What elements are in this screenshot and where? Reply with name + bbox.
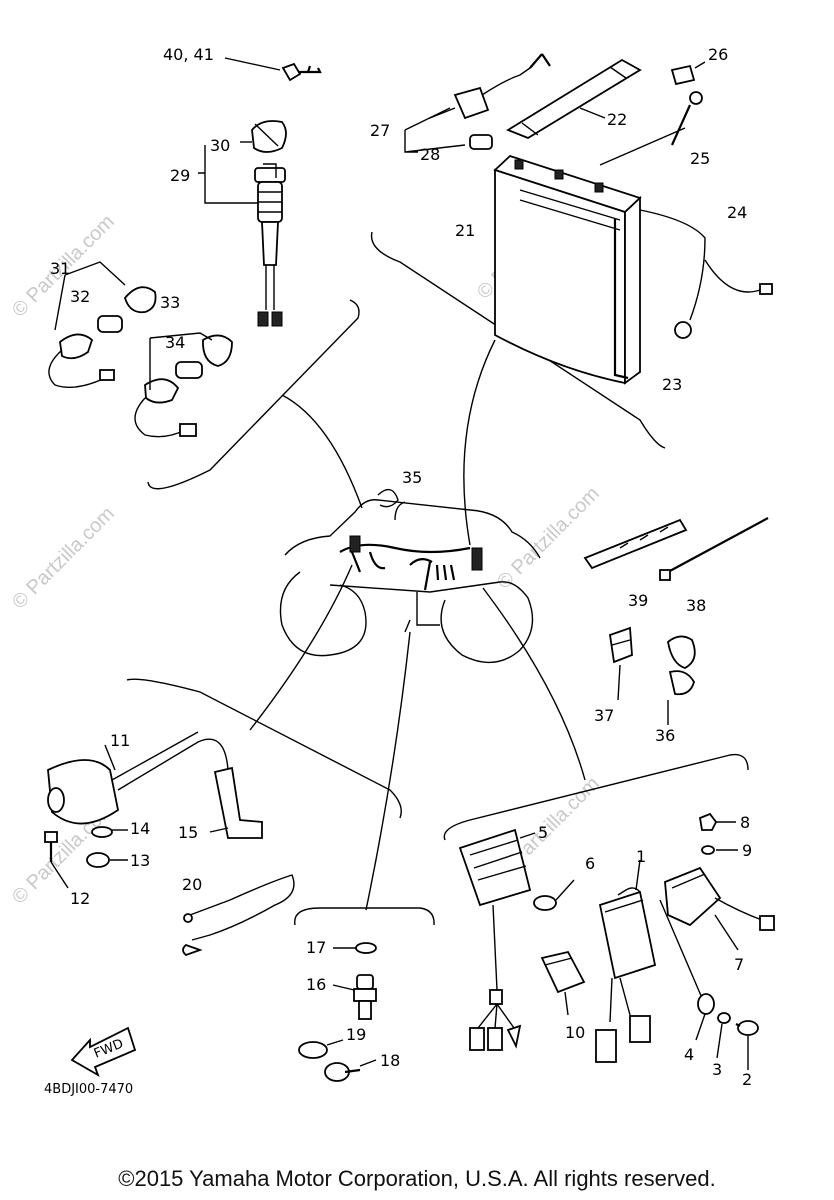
leader-lines	[249, 339, 586, 911]
callout-25: 25	[690, 149, 710, 168]
cdi-unit-part	[595, 859, 703, 1063]
starter-relay-part	[664, 866, 775, 951]
callout-23: 23	[662, 375, 682, 394]
callout-38: 38	[686, 596, 706, 615]
spark-plug-caps	[48, 261, 233, 438]
callout-28: 28	[420, 145, 440, 164]
callout-6: 6	[585, 854, 595, 873]
callout-15: 15	[178, 823, 198, 842]
main-switch-part	[198, 120, 287, 327]
callout-21: 21	[455, 221, 475, 240]
screw-part	[324, 1059, 377, 1082]
callout-16: 16	[306, 975, 326, 994]
callout-34: 34	[165, 333, 185, 352]
copyright-notice: ©2015 Yamaha Motor Corporation, U.S.A. A…	[118, 1166, 715, 1191]
callout-3: 3	[712, 1060, 722, 1079]
relay-part	[540, 950, 586, 1016]
callout-17: 17	[306, 938, 326, 957]
switch-part	[332, 974, 377, 1020]
washer-part	[298, 1039, 344, 1059]
callout-36: 36	[655, 726, 675, 745]
washer-part	[695, 993, 715, 1041]
ignition-coil-part	[47, 731, 229, 825]
callout-11: 11	[110, 731, 130, 750]
key-part	[224, 57, 322, 82]
terminal-bolt-part	[670, 61, 706, 86]
holder-part	[667, 635, 696, 725]
battery-strap-part	[506, 58, 642, 140]
callout-19: 19	[346, 1025, 366, 1044]
callout-9: 9	[742, 841, 752, 860]
callout-37: 37	[594, 706, 614, 725]
wire-part	[182, 874, 295, 957]
nut-part	[698, 812, 736, 831]
callout-13: 13	[130, 851, 150, 870]
callout-32: 32	[70, 287, 90, 306]
callout-35: 35	[402, 468, 422, 487]
bolt-part	[44, 831, 69, 889]
atv-wire-harness	[279, 488, 541, 664]
callout-20: 20	[182, 875, 202, 894]
callout-1: 1	[636, 847, 646, 866]
callout-26: 26	[708, 45, 728, 64]
rectifier-part	[458, 828, 536, 1051]
washer-part	[91, 826, 128, 838]
callout-27: 27	[370, 121, 390, 140]
callout-8: 8	[740, 813, 750, 832]
battery-lead-part	[599, 91, 703, 166]
diagram-code: 4BDJI00-7470	[44, 1082, 133, 1097]
callout-22: 22	[607, 110, 627, 129]
washer-part	[716, 1012, 731, 1059]
callout-2: 2	[742, 1070, 752, 1089]
screw-part	[533, 879, 575, 911]
plug-cap-part	[209, 766, 263, 839]
callout-4: 4	[684, 1045, 694, 1064]
callout-24: 24	[727, 203, 747, 222]
callout-10: 10	[565, 1023, 585, 1042]
callout-31: 31	[50, 259, 70, 278]
callout-29: 29	[170, 166, 190, 185]
callouts: 40, 41 30 29 31 32 33 34 27 28 22 26 25 …	[50, 45, 752, 1089]
callout-30: 30	[210, 136, 230, 155]
clamp-part	[609, 626, 633, 701]
callout-40-41: 40, 41	[163, 45, 214, 64]
bolt-part	[735, 1020, 759, 1070]
fwd-arrow-icon: FWD	[70, 1026, 137, 1078]
callout-12: 12	[70, 889, 90, 908]
washer-part	[701, 845, 738, 855]
battery-part	[493, 154, 773, 385]
watermark: © Partzilla.com	[8, 503, 119, 614]
band-part	[583, 518, 688, 570]
cable-tie-part	[659, 517, 769, 581]
callout-5: 5	[538, 823, 548, 842]
callout-39: 39	[628, 591, 648, 610]
starter-relay-part	[404, 53, 551, 153]
callout-7: 7	[734, 955, 744, 974]
callout-18: 18	[380, 1051, 400, 1070]
washer-part	[333, 942, 377, 954]
callout-14: 14	[130, 819, 150, 838]
watermark: © Partzilla.com	[493, 483, 604, 594]
callout-33: 33	[160, 293, 180, 312]
bolt-part	[86, 852, 128, 868]
